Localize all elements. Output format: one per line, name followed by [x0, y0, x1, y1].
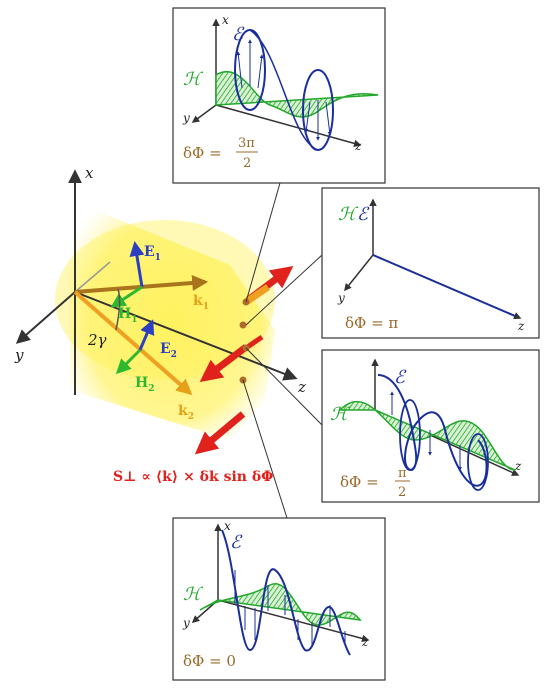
k2-arrow: [73, 290, 193, 396]
k1-label: k1: [193, 293, 209, 312]
p3-z-label: z: [514, 459, 522, 473]
connector-p2: [245, 254, 323, 326]
p3-e-wave: [377, 374, 488, 487]
main-scene: x y z 2γ E1 H1 k1 E2 H2 k2: [14, 164, 323, 519]
point-2: [239, 321, 247, 329]
p2-y-label: y: [337, 291, 345, 305]
connector-p4: [242, 379, 288, 519]
p4-h-label: ℋ: [183, 584, 204, 605]
p4-h-wave: [199, 582, 362, 626]
e2-arrow: [138, 319, 155, 351]
p1-e-label: ℰ: [232, 24, 245, 45]
s-arrow-4: [194, 411, 246, 455]
p4-e-label: ℰ: [230, 532, 243, 553]
p1-x-label: x: [222, 13, 229, 27]
p2-z-label: z: [517, 319, 525, 333]
h1-label: H1: [118, 306, 138, 325]
connector-p3: [245, 347, 323, 426]
angle-arc: [115, 288, 121, 331]
panel-3pi-over-2: x y z ℰ ℋ δΦ = 3π 2: [172, 7, 386, 184]
p4-y-label: y: [182, 616, 190, 630]
h2-label: H2: [135, 375, 155, 394]
k2-label: k2: [178, 403, 194, 422]
p1-phase-den: 2: [243, 156, 251, 171]
main-z-label: z: [297, 378, 306, 396]
p3-h-label: ℋ: [330, 404, 351, 425]
panel-pi-over-2: ℰ ℋ z δΦ = π 2: [321, 349, 540, 503]
p4-x-label: x: [224, 519, 231, 533]
p2-h-label: ℋ: [338, 204, 359, 225]
p3-phase: δΦ =: [340, 473, 379, 491]
p4-e-wave: [221, 529, 351, 656]
p3-phase-den: 2: [398, 485, 406, 500]
h2-arrow: [115, 348, 142, 375]
y-axis-back: [74, 261, 111, 293]
p2-phase: δΦ = π: [345, 314, 398, 332]
angle-label: 2γ: [87, 331, 107, 349]
e1-label: E1: [144, 244, 161, 263]
p1-y-label: y: [182, 111, 190, 125]
beam-glow: [55, 220, 275, 380]
p4-z-label: z: [361, 635, 369, 649]
poynting-formula: S⊥ ∝ ⟨k⟩ × δk sin δΦ: [113, 469, 273, 485]
p2-flat-wave: [372, 254, 516, 317]
panel-zero: x y z ℰ ℋ δΦ = 0: [172, 517, 386, 681]
main-y-label: y: [14, 346, 24, 364]
k-arrow-1: [244, 284, 270, 305]
p2-e-label: ℰ: [357, 204, 370, 225]
y-axis: [15, 291, 76, 344]
p1-z-label: z: [354, 139, 362, 153]
main-x-label: x: [85, 164, 94, 182]
p1-h-wave: [215, 71, 379, 118]
p1-phase-num: 3π: [238, 136, 255, 151]
e2-label: E2: [160, 341, 177, 360]
p3-e-label: ℰ: [394, 367, 407, 388]
h1-arrow: [110, 285, 143, 308]
p1-h-label: ℋ: [183, 69, 204, 90]
e1-arrow: [129, 241, 145, 288]
p3-phase-num: π: [398, 466, 407, 481]
s-arrow-3: [199, 344, 249, 383]
panel-pi: ℰ ℋ y z δΦ = π: [321, 187, 540, 339]
p1-phase: δΦ =: [183, 144, 222, 162]
connector-p1: [245, 182, 281, 303]
p4-phase: δΦ = 0: [183, 652, 236, 670]
